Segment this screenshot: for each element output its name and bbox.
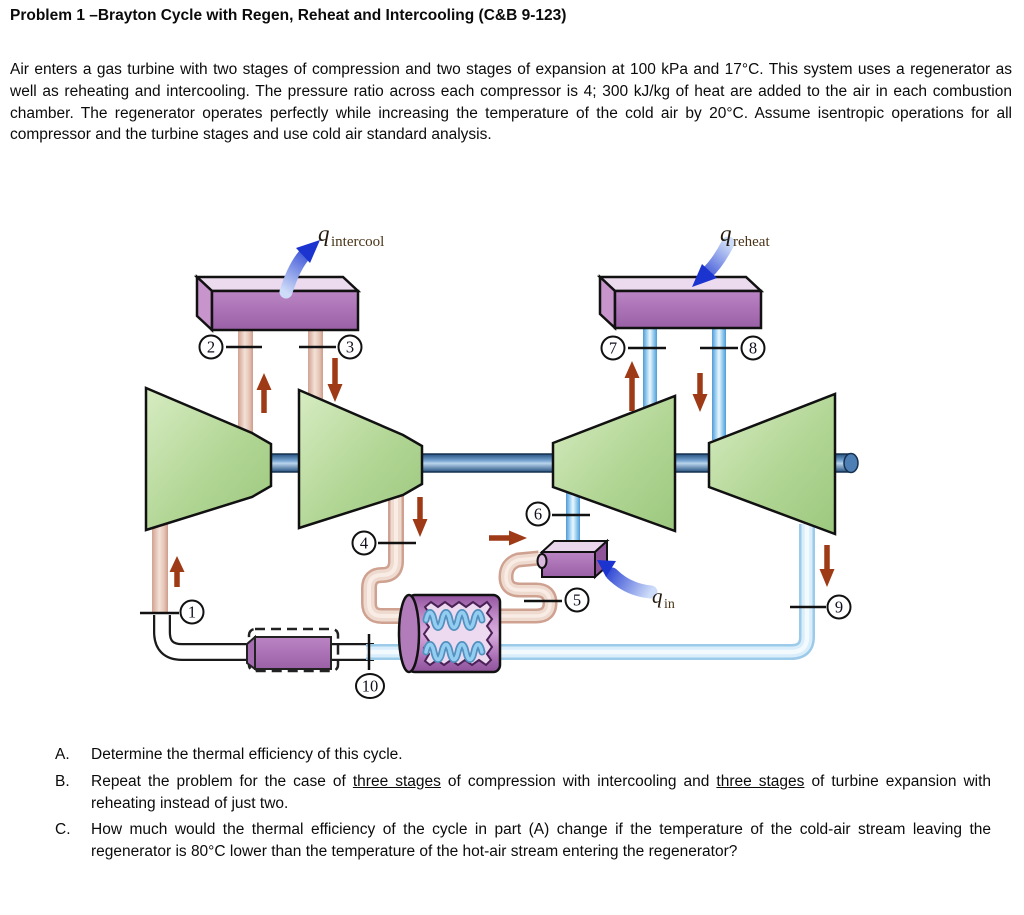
svg-text:8: 8 (749, 339, 757, 358)
state-point-8: 8 (740, 335, 766, 361)
question-c-label: C. (55, 821, 71, 839)
svg-text:3: 3 (346, 338, 354, 357)
question-b-part3: of turbine expansion with reheating inst… (91, 772, 992, 812)
state-point-2: 2 (198, 334, 224, 360)
svg-text:1: 1 (188, 603, 196, 622)
state-point-5: 5 (564, 587, 590, 613)
question-c: C. How much would the thermal efficiency… (55, 819, 1012, 863)
flow-arrow-up-turbine1-out (624, 361, 640, 411)
state-point-4: 4 (351, 530, 377, 556)
svg-text:in: in (664, 597, 675, 612)
pipe-compressor1-to-intercooler (238, 330, 253, 436)
flow-arrow-icons (169, 358, 835, 587)
svg-text:10: 10 (362, 677, 379, 696)
svg-text:q: q (720, 221, 732, 246)
question-b-underline1: three stages (352, 772, 441, 790)
svg-text:4: 4 (360, 534, 368, 553)
problem-statement: Air enters a gas turbine with two stages… (10, 61, 1012, 144)
flow-arrow-right-combustor (489, 530, 527, 546)
state-tick-marks (140, 345, 826, 670)
turbine-stage-1 (551, 394, 677, 533)
svg-text:2: 2 (207, 338, 215, 357)
svg-text:reheat: reheat (733, 234, 770, 250)
cold-air-pipe-regenerator-to-combustor (497, 550, 558, 624)
flow-arrow-up-comp1-out (256, 373, 272, 413)
question-c-text: How much would the thermal efficiency of… (91, 821, 991, 861)
question-b-text: Repeat the problem for the case of three… (91, 771, 991, 815)
intake-pipe-state-1 (152, 522, 168, 614)
svg-text:6: 6 (534, 505, 542, 524)
question-a-label: A. (55, 746, 70, 763)
q-in-label: q in (652, 584, 675, 612)
question-b-label: B. (55, 772, 70, 790)
flow-arrow-down-state9 (819, 545, 835, 587)
reheater (596, 274, 765, 331)
svg-text:intercool: intercool (331, 234, 384, 250)
svg-text:q: q (318, 221, 330, 246)
pipe-turbine1-to-reheater (643, 328, 657, 408)
question-a-text: Determine the thermal efficiency of this… (91, 746, 403, 763)
cold-air-pipe-4-to-regenerator (361, 489, 409, 624)
question-a: A. Determine the thermal efficiency of t… (55, 744, 1012, 766)
state-point-10: 10 (355, 673, 385, 699)
q-in-arrow-icon (597, 560, 658, 599)
turbine-stage-2 (707, 392, 837, 536)
question-list: A. Determine the thermal efficiency of t… (55, 744, 1012, 868)
state-point-6: 6 (525, 501, 551, 527)
q-reheat-label: q reheat (720, 221, 770, 250)
svg-text:9: 9 (835, 598, 843, 617)
svg-text:7: 7 (609, 339, 617, 358)
question-b-underline2: three stages (716, 772, 805, 790)
state-point-3: 3 (337, 334, 363, 360)
flow-arrow-down-turbine2-in (692, 373, 708, 412)
combustion-chamber (536, 538, 610, 580)
q-intercool-arrow-icon (279, 240, 320, 299)
state-point-9: 9 (826, 594, 852, 620)
q-intercool-label: q intercool (318, 221, 384, 250)
muffler (246, 627, 340, 673)
question-b-part1: Repeat the problem for the case of (91, 772, 353, 790)
page-title: Problem 1 –Brayton Cycle with Regen, Reh… (10, 7, 567, 24)
regenerator (397, 593, 502, 674)
regenerator-coil-icon (422, 609, 486, 663)
svg-text:5: 5 (573, 591, 581, 610)
q-reheat-arrow-icon (692, 236, 735, 287)
compressor-stage-1 (144, 386, 273, 532)
pipe-intercooler-to-compressor2 (308, 330, 323, 400)
intercooler (193, 274, 362, 333)
svg-text:q: q (652, 584, 663, 608)
exhaust-outlet-pipe (153, 615, 374, 661)
flow-arrow-down-state4 (412, 497, 428, 537)
question-b-part2: of compression with intercooling and (440, 772, 717, 790)
question-b: B. Repeat the problem for the case of th… (55, 771, 1012, 815)
heat-arrow-icons (279, 236, 735, 599)
pipe-combustor-to-turbine1 (566, 492, 580, 544)
flow-arrow-up-state1 (169, 556, 185, 587)
exhaust-gas-pipe (366, 524, 815, 660)
state-point-1: 1 (179, 599, 205, 625)
compressor-stage-2 (297, 388, 424, 530)
state-point-7: 7 (600, 335, 626, 361)
pipe-reheater-to-turbine2 (712, 328, 726, 440)
flow-arrow-down-comp2-in (327, 358, 343, 402)
